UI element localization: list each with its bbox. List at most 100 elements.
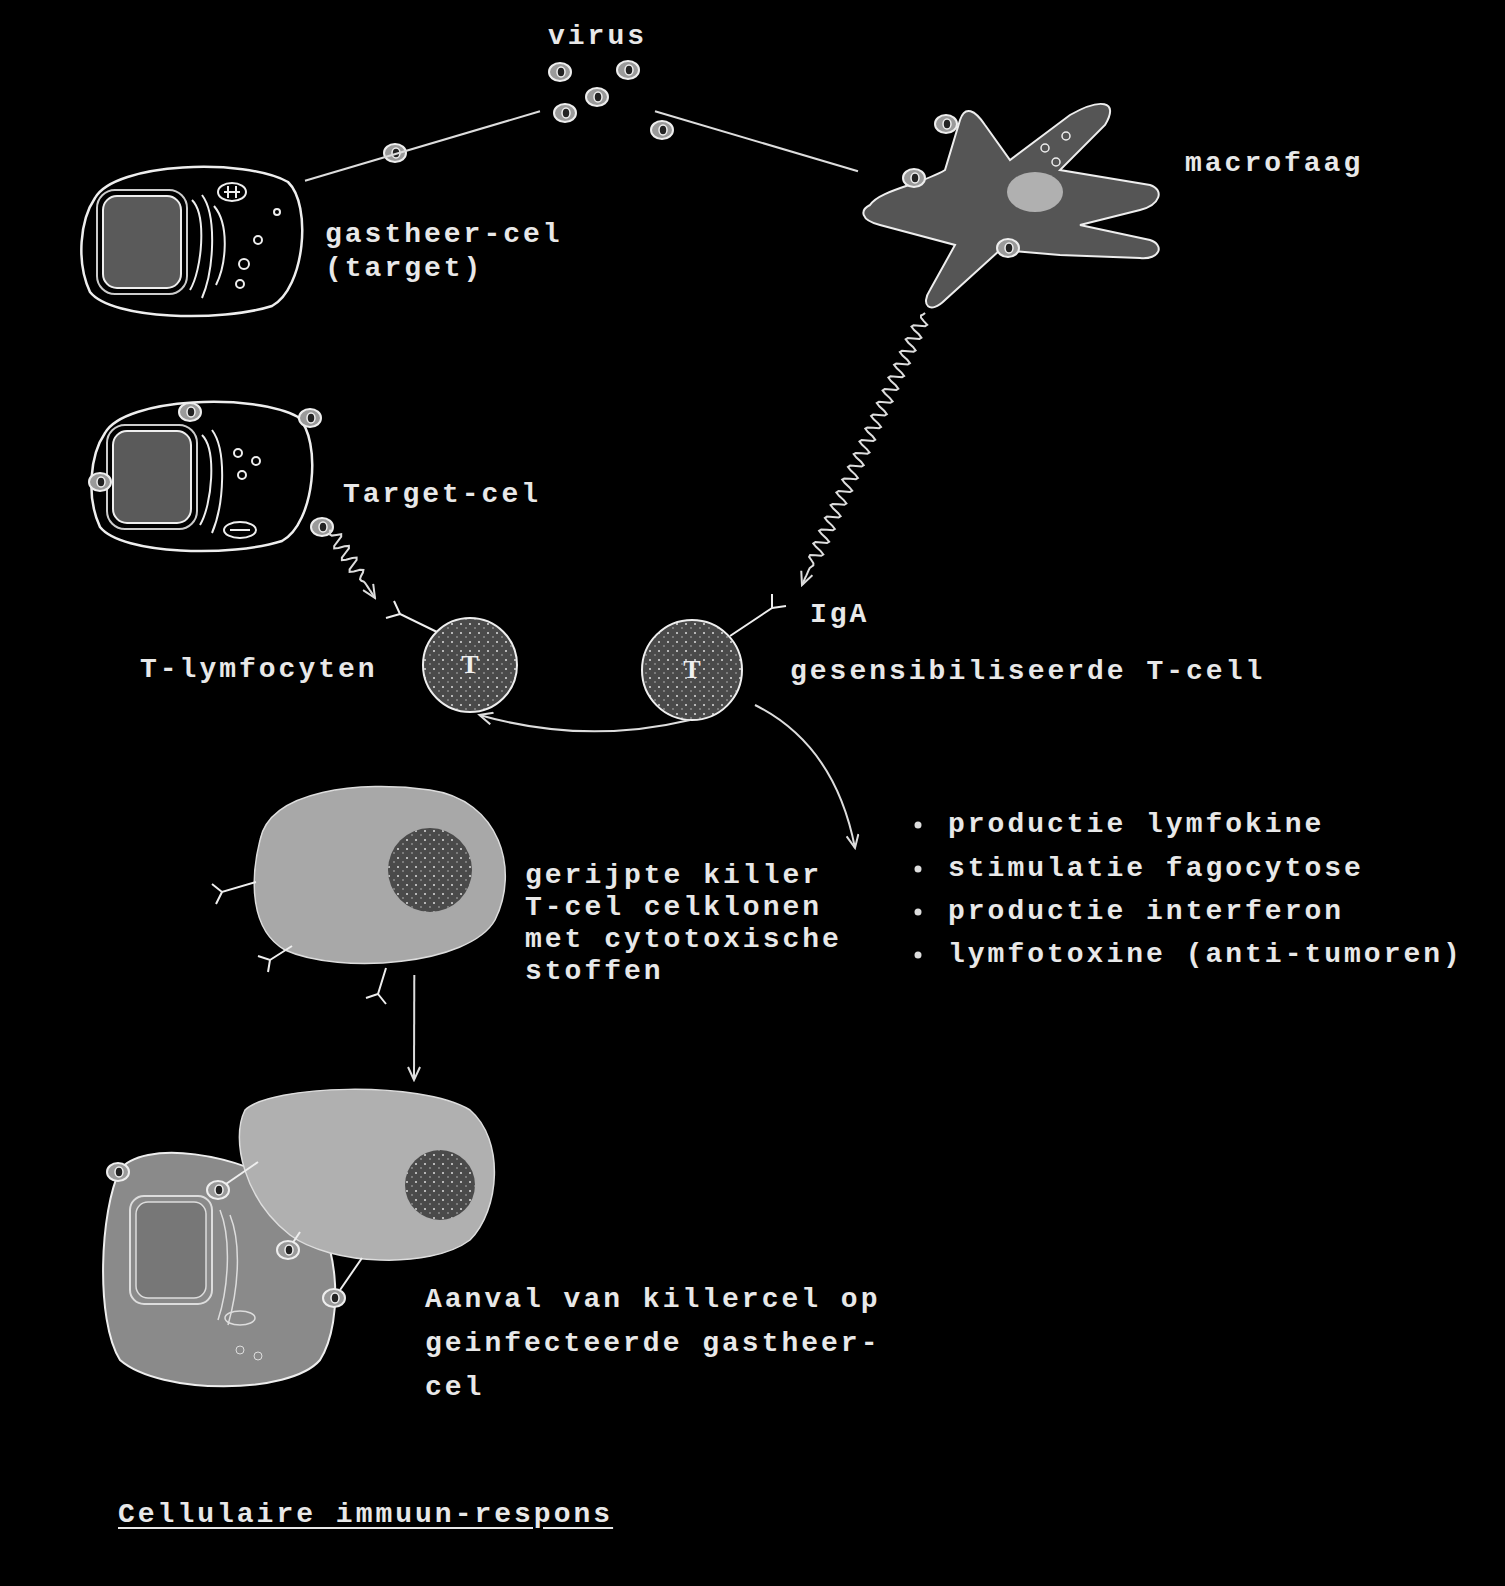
macrophage-drawing	[903, 169, 925, 187]
bullets	[915, 952, 922, 959]
host-cell-drawing	[202, 195, 212, 298]
macrophage-drawing	[997, 239, 1019, 257]
t-lymphocyte-drawing	[386, 601, 437, 632]
host-cell-drawing	[214, 206, 225, 285]
node-label: T-lymfocyten	[140, 653, 378, 687]
virus-particles	[89, 403, 333, 536]
killer-cell-drawing	[388, 828, 472, 912]
target-cell-drawing	[91, 402, 312, 551]
target-cell-drawing	[252, 457, 260, 465]
attack-drawing	[226, 1162, 362, 1290]
virus-particles	[179, 403, 201, 421]
virus-particles	[586, 88, 608, 106]
macrophage-drawing	[863, 104, 1158, 307]
effect-item: productie lymfokine	[948, 808, 1324, 842]
killer-cell-drawing	[254, 787, 505, 964]
virus-particles	[299, 409, 321, 427]
attack-drawing	[236, 1346, 244, 1354]
killer-cell-drawing	[212, 787, 505, 1004]
t-lymphocyte: T-lymfocytenT	[375, 598, 520, 715]
target-cell-drawing	[230, 529, 250, 531]
attack-drawing	[218, 1210, 237, 1325]
attack-drawing	[130, 1196, 212, 1304]
attack-drawing	[225, 1311, 255, 1325]
attack-drawing	[405, 1150, 475, 1220]
killer-t-cell: gerijpte killer T-cel celklonen met cyto…	[250, 780, 515, 975]
sensitized-t-cell-drawing	[642, 620, 742, 720]
target-cell-drawing	[234, 449, 242, 457]
effect-item: lymfotoxine (anti-tumoren)	[948, 938, 1463, 972]
attack-drawing	[277, 1241, 299, 1259]
attack-drawing	[254, 1352, 262, 1360]
macrophage-drawing	[935, 115, 957, 133]
target-cell-drawing	[91, 402, 312, 551]
infection-line	[305, 111, 540, 181]
node-label: gerijpte killer T-cel celklonen met cyto…	[525, 860, 860, 988]
attack-drawing	[136, 1202, 206, 1298]
virus-particles	[617, 61, 639, 79]
bullets	[915, 909, 922, 916]
attack-drawing	[405, 1150, 475, 1220]
killer-cell-drawing	[212, 882, 386, 1004]
macrophage-drawing	[1052, 158, 1060, 166]
node-label: macrofaag	[1185, 147, 1363, 181]
host-cell-drawing	[81, 167, 302, 316]
killer-cell-drawing	[258, 946, 292, 972]
attack-drawing	[340, 1258, 362, 1290]
effect-arrow	[755, 705, 855, 848]
attack-drawing	[207, 1181, 229, 1199]
t-lymphocyte-drawing	[423, 618, 517, 712]
sensitized-t-cell-drawing	[642, 594, 786, 720]
host-cell-drawing	[190, 200, 201, 290]
infection-line	[655, 111, 858, 171]
attack-drawing	[323, 1289, 345, 1307]
host-cell-drawing	[218, 183, 246, 201]
sensitized-t-cell-drawing	[642, 620, 742, 720]
node-label: gesensibiliseerde T-cell	[790, 655, 1265, 689]
macrophage-drawing	[1062, 132, 1070, 140]
effect-item: productie interferon	[948, 895, 1344, 929]
caption: Cellulaire immuun-respons	[118, 1498, 613, 1532]
virus-cluster: virus	[540, 55, 655, 130]
target-cell: Target-cel	[90, 400, 330, 580]
sensitized-t-cell: Tgesensibiliseerde T-cell	[642, 585, 802, 720]
t-lymphocyte-drawing	[423, 618, 517, 712]
attack-drawing	[239, 1089, 494, 1260]
node-label: gastheer-cel (target)	[325, 218, 585, 285]
host-cell-drawing	[97, 190, 187, 294]
attack-drawing	[107, 1163, 129, 1181]
effect-item: stimulatie fagocytose	[948, 852, 1364, 886]
target-cell-drawing	[107, 425, 197, 529]
host-cell-drawing	[236, 280, 244, 288]
receptor-label: IgA	[810, 598, 869, 632]
bullets	[915, 822, 922, 829]
target-cell-drawing	[113, 431, 191, 523]
target-cell-drawing	[238, 471, 246, 479]
t-lymphocyte-drawing	[386, 601, 517, 712]
virus-particles	[384, 61, 673, 162]
macrophage-drawing	[863, 104, 1158, 307]
virus-particles	[651, 121, 673, 139]
target-cell-drawing	[212, 430, 222, 533]
cell-letter: T	[683, 657, 700, 683]
killer-cell-drawing	[212, 882, 256, 904]
macrophage: macrofaag	[858, 95, 1163, 313]
sensitized-t-cell-drawing	[730, 594, 786, 636]
killer-attack: Aanval van killercel op geinfecteerde ga…	[100, 1080, 500, 1395]
signal-arrow	[802, 313, 927, 585]
host-cell-drawing	[224, 186, 240, 198]
signal-arrow	[330, 530, 375, 598]
bullets	[915, 822, 922, 959]
target-cell-drawing	[200, 435, 211, 525]
node-label: virus	[548, 20, 647, 54]
virus-particles	[554, 104, 576, 122]
bullets	[915, 866, 922, 873]
target-cell-drawing	[224, 522, 256, 538]
killer-cell-drawing	[388, 828, 472, 912]
host-cell: gastheer-cel (target)	[80, 160, 305, 320]
cell-letter: T	[461, 652, 478, 678]
node-label: Target-cel	[343, 478, 541, 512]
killer-cell-drawing	[366, 968, 386, 1004]
